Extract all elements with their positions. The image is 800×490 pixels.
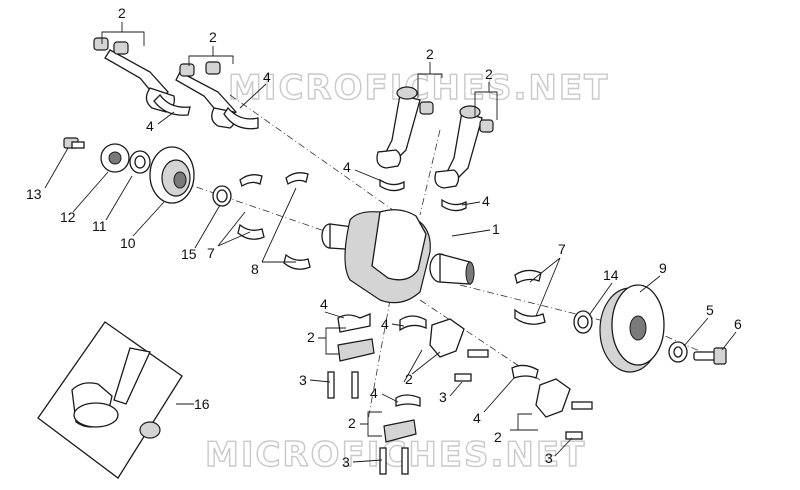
seal-ring-15[interactable] <box>212 185 232 207</box>
bearing-shells-upper-left[interactable] <box>153 93 259 130</box>
rod-cap-lower-c[interactable] <box>511 364 593 440</box>
callout-16: 16 <box>194 396 210 412</box>
callout-2: 2 <box>426 46 434 62</box>
callout-4: 4 <box>343 159 351 175</box>
sprocket-12[interactable] <box>100 143 130 173</box>
bolt-6[interactable] <box>693 347 727 365</box>
callout-3: 3 <box>342 454 350 470</box>
callout-4: 4 <box>263 69 271 85</box>
callout-6: 6 <box>734 316 742 332</box>
callout-1: 1 <box>492 221 500 237</box>
gear-10[interactable] <box>149 146 195 204</box>
main-bearing-shells-right[interactable] <box>514 269 546 325</box>
callout-7: 7 <box>207 245 215 261</box>
rod-cap-lower-b[interactable] <box>429 318 489 382</box>
crank-assembly-16-inset[interactable] <box>37 321 183 479</box>
callout-4: 4 <box>482 193 490 209</box>
callout-8: 8 <box>251 261 259 277</box>
bearing-shells-upper-right[interactable] <box>379 178 467 212</box>
callout-4: 4 <box>370 385 378 401</box>
rod-cap-lower-d[interactable] <box>379 394 421 475</box>
flywheel-9[interactable] <box>599 284 665 373</box>
callout-2: 2 <box>209 29 217 45</box>
callout-3: 3 <box>439 389 447 405</box>
callout-2: 2 <box>118 5 126 21</box>
callout-4: 4 <box>473 410 481 426</box>
callout-14: 14 <box>603 267 619 283</box>
bolt-13[interactable] <box>63 137 85 149</box>
callout-2: 2 <box>307 329 315 345</box>
callout-13: 13 <box>26 186 42 202</box>
callout-3: 3 <box>299 372 307 388</box>
callout-2: 2 <box>485 66 493 82</box>
main-bearing-shells-left[interactable] <box>237 172 311 270</box>
callout-11: 11 <box>92 218 107 234</box>
callout-4: 4 <box>146 118 154 134</box>
washer-11[interactable] <box>129 150 151 174</box>
callout-4: 4 <box>381 316 389 332</box>
seal-ring-14[interactable] <box>573 310 593 334</box>
callout-2: 2 <box>405 371 413 387</box>
watermark-bottom: MICROFICHES.NET <box>205 435 586 475</box>
connecting-rod-upper-right-b[interactable] <box>434 105 494 189</box>
leader-lines <box>44 22 737 463</box>
callout-2: 2 <box>494 429 502 445</box>
crankshaft-1[interactable] <box>321 209 475 304</box>
rod-cap-lower-a[interactable] <box>327 313 427 399</box>
callout-10: 10 <box>120 235 136 251</box>
callout-4: 4 <box>320 296 328 312</box>
connecting-rod-upper-right-a[interactable] <box>376 86 434 169</box>
washer-5[interactable] <box>668 341 688 363</box>
callout-2: 2 <box>348 415 356 431</box>
callout-9: 9 <box>659 260 667 276</box>
callout-7: 7 <box>558 241 566 257</box>
callout-15: 15 <box>181 246 197 262</box>
callout-labels: 2 2 4 4 2 2 4 4 1 13 12 11 10 15 7 8 7 1… <box>26 5 742 470</box>
callout-5: 5 <box>706 302 714 318</box>
callout-12: 12 <box>60 209 76 225</box>
callout-3: 3 <box>545 450 553 466</box>
